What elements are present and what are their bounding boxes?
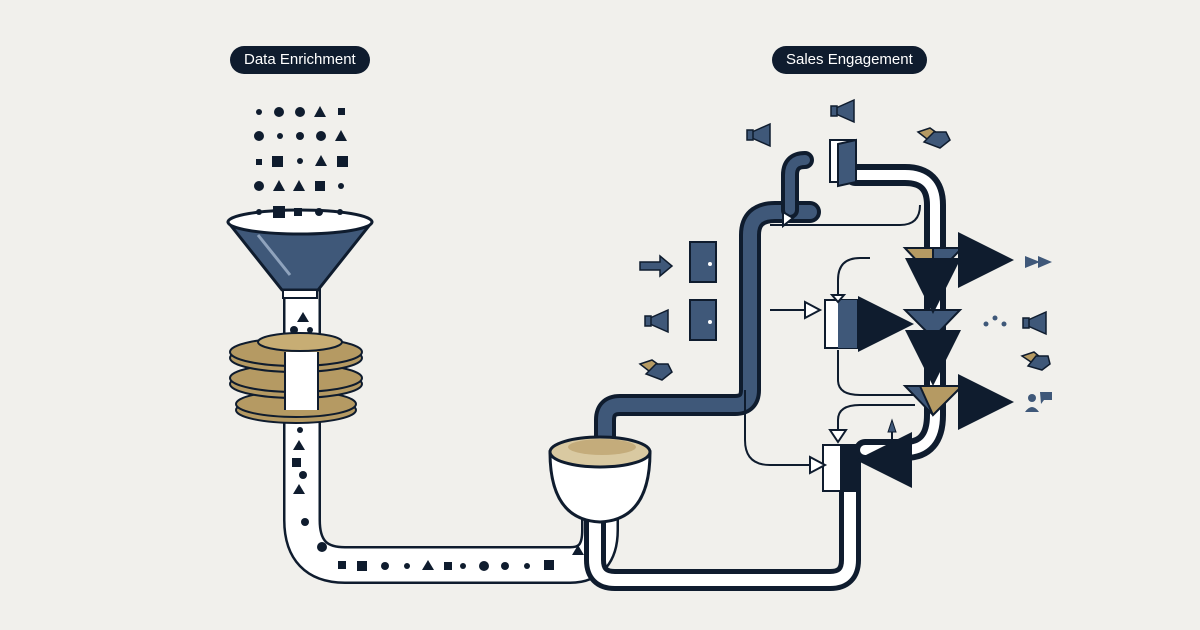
thin-connectors (744, 204, 921, 466)
collection-bowl (548, 435, 652, 524)
door-icon (689, 138, 858, 492)
arrow-icon (856, 232, 1014, 488)
data-items-incoming (254, 106, 348, 218)
handshake-icon (638, 127, 1051, 381)
data-enrichment-label: Data Enrichment (230, 46, 370, 74)
funnel-icon (226, 208, 374, 299)
engagement-pipes (584, 151, 946, 591)
megaphone-icon (644, 98, 1047, 336)
filter-valve-icon (902, 247, 965, 417)
enrichment-pipe (283, 285, 619, 584)
sales-engagement-label: Sales Engagement (772, 46, 927, 74)
connector-arrowheads (782, 210, 848, 475)
small-arrow-icons (639, 254, 1052, 440)
ring-filter (229, 332, 363, 424)
person-chat-icon (1025, 392, 1052, 412)
scattered-dots (983, 315, 1007, 327)
